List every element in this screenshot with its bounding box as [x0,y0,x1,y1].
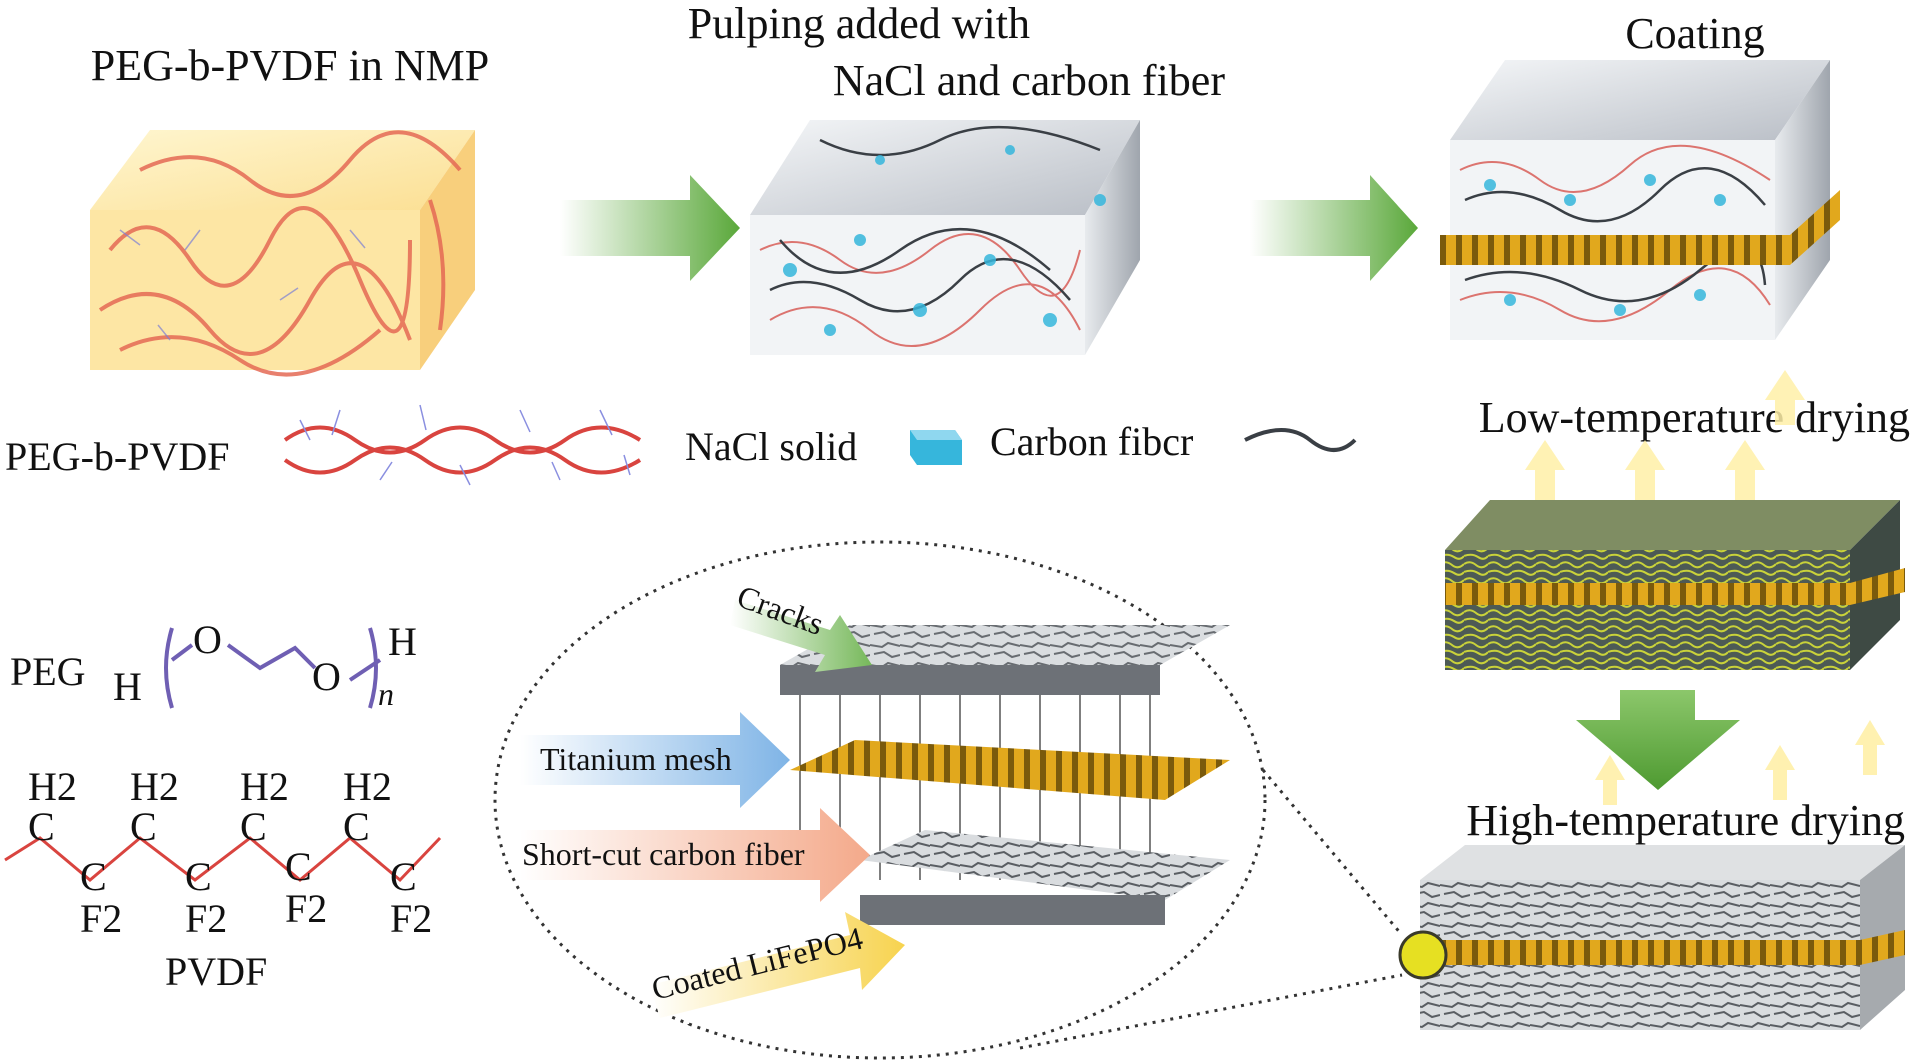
f2-3: F2 [285,886,327,931]
zoom-connector-top [1261,769,1404,936]
peg-o2: O [312,654,341,699]
stage2-title-line2: NaCl and carbon fiber [833,56,1226,105]
stage4-block [1445,500,1905,670]
legend-polymer-chain [283,404,642,486]
peg-left-h: H [113,664,142,709]
ch2-4: H2 [343,764,392,809]
c-7: C [285,844,312,889]
stage4-title: Low-temperature drying [1479,393,1910,442]
legend-fiber-label: Carbon fibcr [990,419,1193,464]
peg-structure: PEG H O O H n [10,617,417,712]
c-3: C [240,804,267,849]
upward-vapor-arrows [1525,370,1805,500]
c-6: C [185,854,212,899]
zoom-connector-bottom [1019,973,1403,1050]
stage2-block [750,120,1140,355]
titanium-label: Titanium mesh [540,741,732,777]
stage3-block [1440,60,1840,340]
pvdf-structure: H2 C H2 C H2 C H2 C C F2 C F2 C F2 C F2 … [4,764,442,994]
c-5: C [80,854,107,899]
c-2: C [130,804,157,849]
c-4: C [343,804,370,849]
arrow-2 [1250,175,1418,281]
ch2-2: H2 [130,764,179,809]
stage5-title: High-temperature drying [1466,796,1905,845]
fiber-label: Short-cut carbon fiber [522,836,805,872]
peg-name: PEG [10,649,86,694]
stage5-vapor-arrows [1595,720,1885,805]
stage3-title: Coating [1625,9,1764,58]
f2-1: F2 [80,896,122,941]
c-8: C [390,854,417,899]
stage1-block [90,130,475,377]
peg-o1: O [193,617,222,662]
stage1-title: PEG-b-PVDF in NMP [91,41,490,90]
cracks-arrow [730,600,872,672]
zoom-ellipse [493,540,1267,1060]
legend-polymer-text: PEG-b-PVDF [5,434,229,479]
titanium-arrow [520,712,790,808]
pvdf-name: PVDF [165,949,267,994]
nacl-cube-icon [910,430,962,465]
ch2-1: H2 [28,764,77,809]
coated-arrow [650,912,905,1018]
legend-nacl-label: NaCl solid [685,424,857,469]
legend-polymer-label: PEG-b-PVDF [5,434,229,479]
ch2-3: H2 [240,764,289,809]
peg-n: n [378,676,394,712]
peg-right-h: H [388,619,417,664]
stage2-title-line1: Pulping added with [688,0,1030,48]
carbon-fiber-icon [1244,428,1357,452]
stage5-block [1398,845,1905,1030]
arrow-down [1576,690,1740,790]
f2-4: F2 [390,896,432,941]
c-1: C [28,804,55,849]
arrow-1 [560,175,740,281]
f2-2: F2 [185,896,227,941]
fiber-arrow [520,808,870,902]
zoom-layers [780,625,1230,925]
